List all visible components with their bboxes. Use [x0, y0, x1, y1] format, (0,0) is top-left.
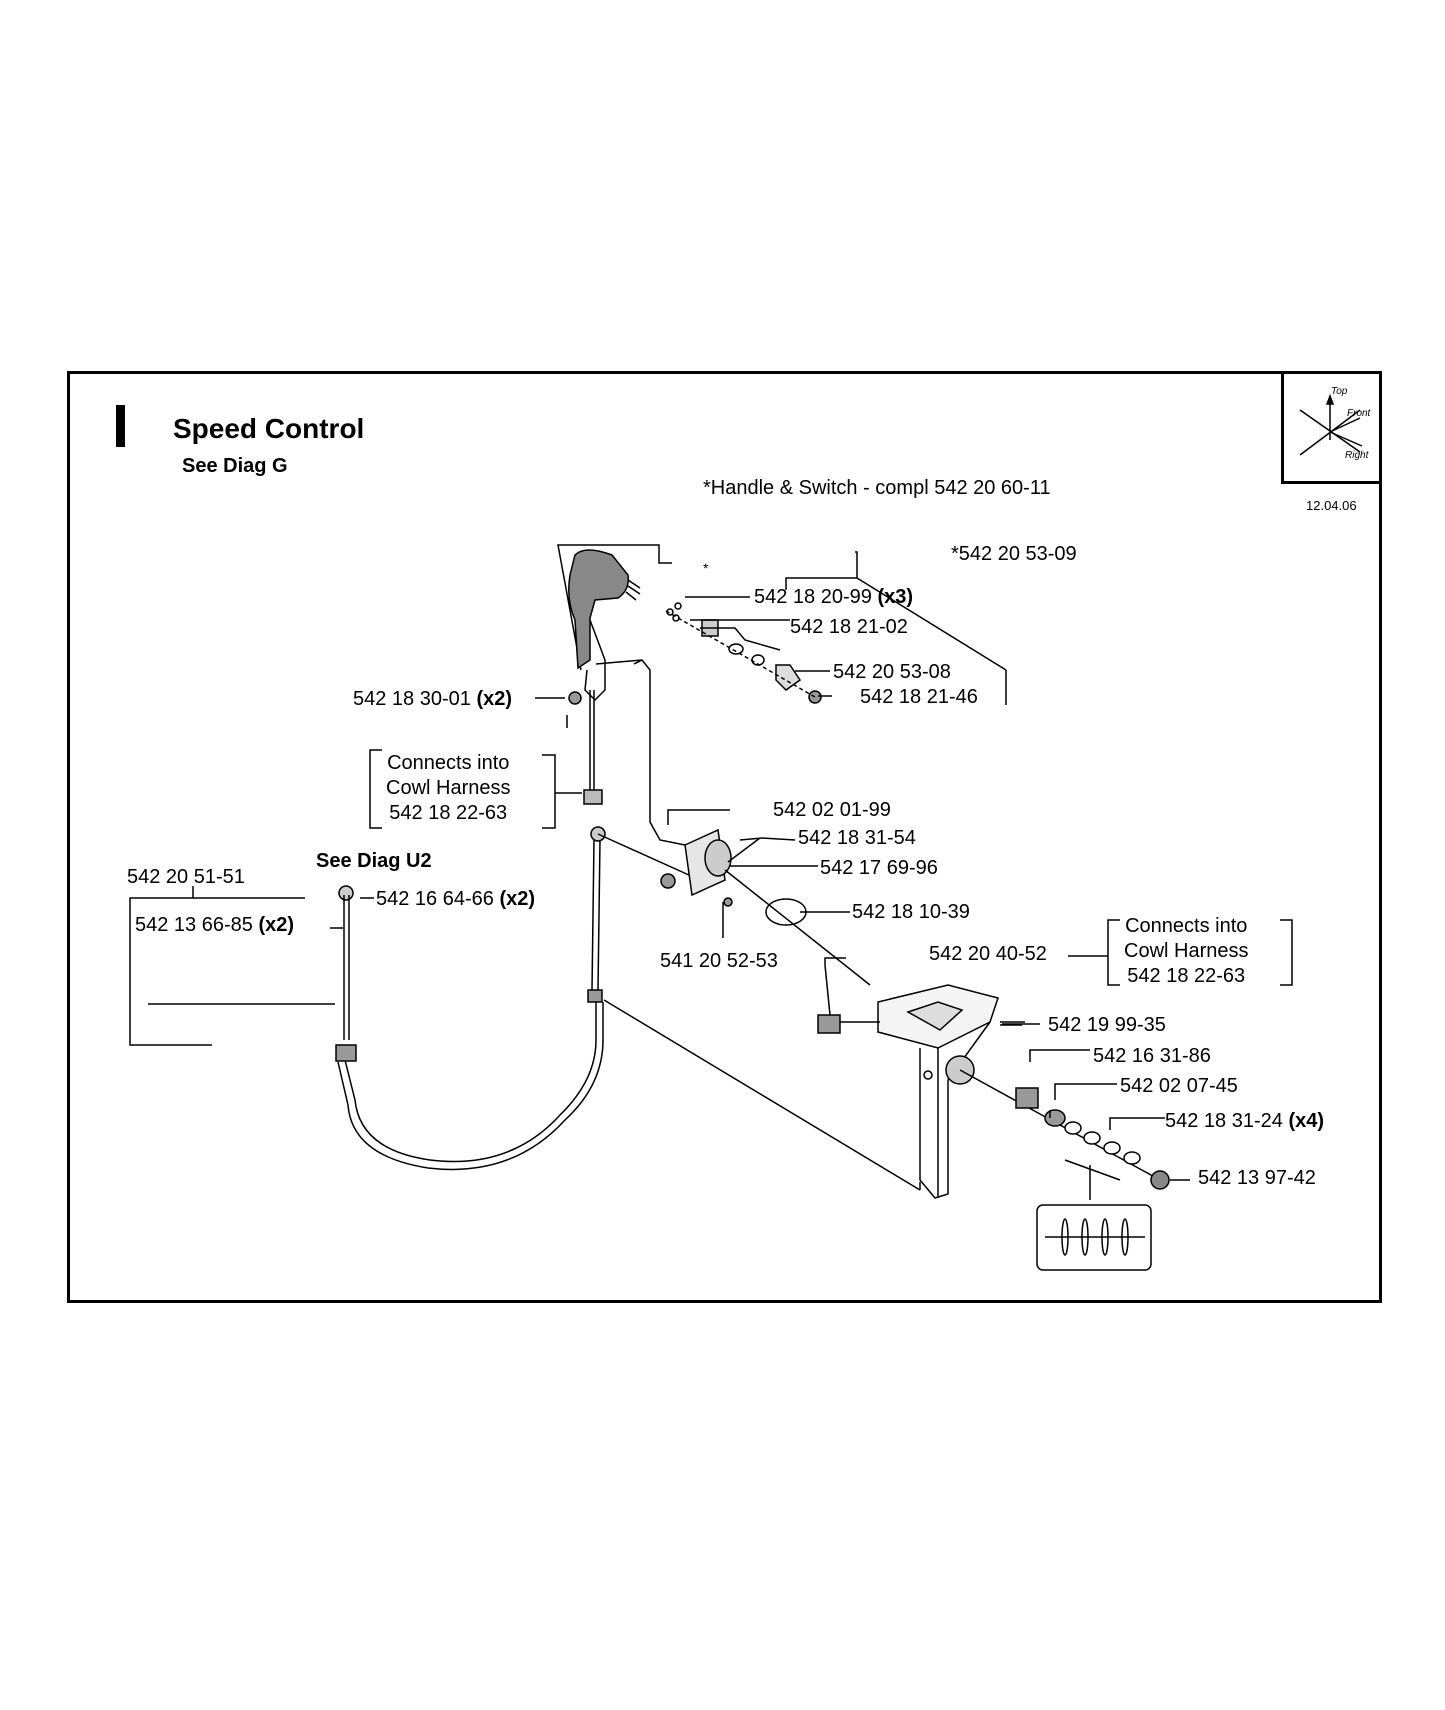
- part-label-542176996: 542 17 69-96: [820, 857, 938, 879]
- part-label-542020199: 542 02 01-99: [773, 799, 891, 821]
- control-bracket: [877, 984, 1022, 1199]
- section-marker: [116, 405, 125, 447]
- part-label-542183001: 542 18 30-01 (x2): [353, 688, 513, 710]
- orientation-box: [1281, 373, 1380, 484]
- part-label-542182102: 542 18 21-02: [790, 616, 908, 638]
- part-label-542183124: 542 18 31-24 (x4): [1165, 1110, 1325, 1132]
- orientation-right-label: Right: [1345, 450, 1369, 461]
- switch-parts: [665, 602, 822, 704]
- part-label-542166466: 542 16 64-66 (x2): [376, 888, 536, 910]
- pivot-assembly: [597, 809, 871, 986]
- diagram-frame: [67, 371, 1382, 1303]
- page-subtitle: See Diag G: [182, 455, 288, 477]
- hardware-stack: [959, 1049, 1190, 1271]
- part-label-542182099: 542 18 20-99 (x3): [754, 586, 914, 608]
- part-label-542183154: 542 18 31-54: [798, 827, 916, 849]
- see-diag-u2: See Diag U2: [316, 850, 432, 872]
- return-cable: [335, 885, 357, 1062]
- part-label-542199935: 542 19 99-35: [1048, 1014, 1166, 1036]
- part-label-542204052: 542 20 40-52: [929, 943, 1047, 965]
- page-title: Speed Control: [173, 413, 365, 444]
- part-label-542205309: *542 20 53-09: [951, 543, 1077, 565]
- part-label-542139742: 542 13 97-42: [1198, 1167, 1316, 1189]
- speed-cable: [337, 826, 921, 1191]
- part-label-542181039: 542 18 10-39: [852, 901, 970, 923]
- revision-date: 12.04.06: [1306, 498, 1357, 513]
- orientation-axes-icon: [1299, 393, 1363, 456]
- connector-note-right: Connects into Cowl Harness 542 18 22-63: [1124, 915, 1249, 987]
- part-label-542163186: 542 16 31-86: [1093, 1045, 1211, 1067]
- part-label-542182146: 542 18 21-46: [860, 686, 978, 708]
- connector-note-left: Connects into Cowl Harness 542 18 22-63: [386, 752, 511, 824]
- handle-group-bracket: [557, 544, 672, 671]
- part-label-542205151: 542 20 51-51: [127, 866, 245, 888]
- kit-asterisk: *: [703, 560, 709, 576]
- orientation-top-label: Top: [1331, 386, 1348, 397]
- handle-link: [595, 659, 701, 849]
- part-label-542136685: 542 13 66-85 (x2): [135, 914, 295, 936]
- part-label-541205253: 541 20 52-53: [660, 950, 778, 972]
- part-label-542020745: 542 02 07-45: [1120, 1075, 1238, 1097]
- kit-note: *Handle & Switch - compl 542 20 60-11: [703, 477, 1051, 499]
- orientation-front-label: Front: [1347, 408, 1371, 419]
- part-label-542205308: 542 20 53-08: [833, 661, 951, 683]
- handle-grip: [568, 549, 641, 702]
